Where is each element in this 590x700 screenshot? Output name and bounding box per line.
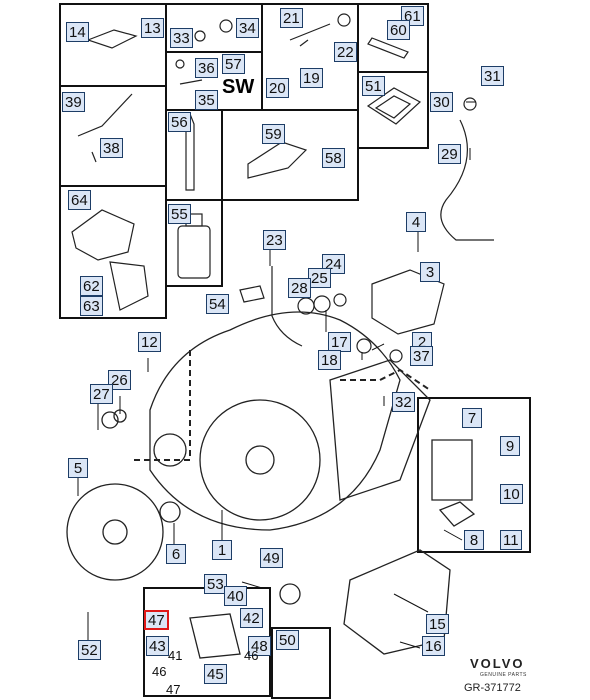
callout-38[interactable]: 38 bbox=[100, 138, 123, 158]
callout-39[interactable]: 39 bbox=[62, 92, 85, 112]
callout-9[interactable]: 9 bbox=[500, 436, 520, 456]
callout-13[interactable]: 13 bbox=[141, 18, 164, 38]
callout-55[interactable]: 55 bbox=[168, 204, 191, 224]
callout-62[interactable]: 62 bbox=[80, 276, 103, 296]
inset-box-13-14 bbox=[59, 3, 167, 87]
callout-22[interactable]: 22 bbox=[334, 42, 357, 62]
label-41: 41 bbox=[168, 648, 183, 663]
callout-33[interactable]: 33 bbox=[170, 28, 193, 48]
callout-15[interactable]: 15 bbox=[426, 614, 449, 634]
callout-16[interactable]: 16 bbox=[422, 636, 445, 656]
callout-63[interactable]: 63 bbox=[80, 296, 103, 316]
callout-10[interactable]: 10 bbox=[500, 484, 523, 504]
callout-40[interactable]: 40 bbox=[224, 586, 247, 606]
callout-4[interactable]: 4 bbox=[406, 212, 426, 232]
callout-25[interactable]: 25 bbox=[308, 268, 331, 288]
callout-58[interactable]: 58 bbox=[322, 148, 345, 168]
callout-52[interactable]: 52 bbox=[78, 640, 101, 660]
label-46-right: 46 bbox=[244, 648, 259, 663]
callout-54[interactable]: 54 bbox=[206, 294, 229, 314]
callout-17[interactable]: 17 bbox=[328, 332, 351, 352]
callout-64[interactable]: 64 bbox=[68, 190, 91, 210]
callout-19[interactable]: 19 bbox=[300, 68, 323, 88]
figure-reference: GR-371772 bbox=[464, 682, 521, 694]
callout-50[interactable]: 50 bbox=[276, 630, 299, 650]
callout-45[interactable]: 45 bbox=[204, 664, 227, 684]
callout-57[interactable]: 57 bbox=[222, 54, 245, 74]
callout-51[interactable]: 51 bbox=[362, 76, 385, 96]
callout-34[interactable]: 34 bbox=[236, 18, 259, 38]
callout-29[interactable]: 29 bbox=[438, 144, 461, 164]
inset-box-55 bbox=[165, 199, 223, 287]
label-47-bottom: 47 bbox=[166, 682, 181, 697]
callout-30[interactable]: 30 bbox=[430, 92, 453, 112]
callout-32[interactable]: 32 bbox=[392, 392, 415, 412]
callout-53[interactable]: 53 bbox=[204, 574, 227, 594]
genuine-parts-tagline: GENUINE PARTS bbox=[480, 672, 527, 678]
callout-6[interactable]: 6 bbox=[166, 544, 186, 564]
callout-14[interactable]: 14 bbox=[66, 22, 89, 42]
inset-box-7-11 bbox=[417, 397, 531, 553]
callout-43[interactable]: 43 bbox=[146, 636, 169, 656]
callout-47-highlighted[interactable]: 47 bbox=[144, 610, 169, 630]
callout-49[interactable]: 49 bbox=[260, 548, 283, 568]
callout-37[interactable]: 37 bbox=[410, 346, 433, 366]
callout-35[interactable]: 35 bbox=[195, 90, 218, 110]
callout-56[interactable]: 56 bbox=[168, 112, 191, 132]
callout-21[interactable]: 21 bbox=[280, 8, 303, 28]
callout-23[interactable]: 23 bbox=[263, 230, 286, 250]
callout-20[interactable]: 20 bbox=[266, 78, 289, 98]
callout-36[interactable]: 36 bbox=[195, 58, 218, 78]
callout-12[interactable]: 12 bbox=[138, 332, 161, 352]
label-46-left: 46 bbox=[152, 664, 167, 679]
callout-3[interactable]: 3 bbox=[420, 262, 440, 282]
callout-60[interactable]: 60 bbox=[387, 20, 410, 40]
callout-11[interactable]: 11 bbox=[500, 530, 522, 550]
callout-48[interactable]: 48 bbox=[248, 636, 271, 656]
callout-5[interactable]: 5 bbox=[68, 458, 88, 478]
callout-8[interactable]: 8 bbox=[464, 530, 484, 550]
volvo-logo: VOLVO bbox=[470, 656, 525, 671]
callout-26[interactable]: 26 bbox=[108, 370, 131, 390]
callout-59[interactable]: 59 bbox=[262, 124, 285, 144]
inset-box-50 bbox=[271, 627, 331, 699]
callout-42[interactable]: 42 bbox=[240, 608, 263, 628]
callout-1[interactable]: 1 bbox=[212, 540, 232, 560]
callout-27[interactable]: 27 bbox=[90, 384, 113, 404]
callout-7[interactable]: 7 bbox=[462, 408, 482, 428]
inset-box-58-59 bbox=[221, 109, 359, 201]
callout-28[interactable]: 28 bbox=[288, 278, 311, 298]
sw-label: SW bbox=[222, 76, 255, 98]
callout-18[interactable]: 18 bbox=[318, 350, 341, 370]
callout-31[interactable]: 31 bbox=[481, 66, 504, 86]
